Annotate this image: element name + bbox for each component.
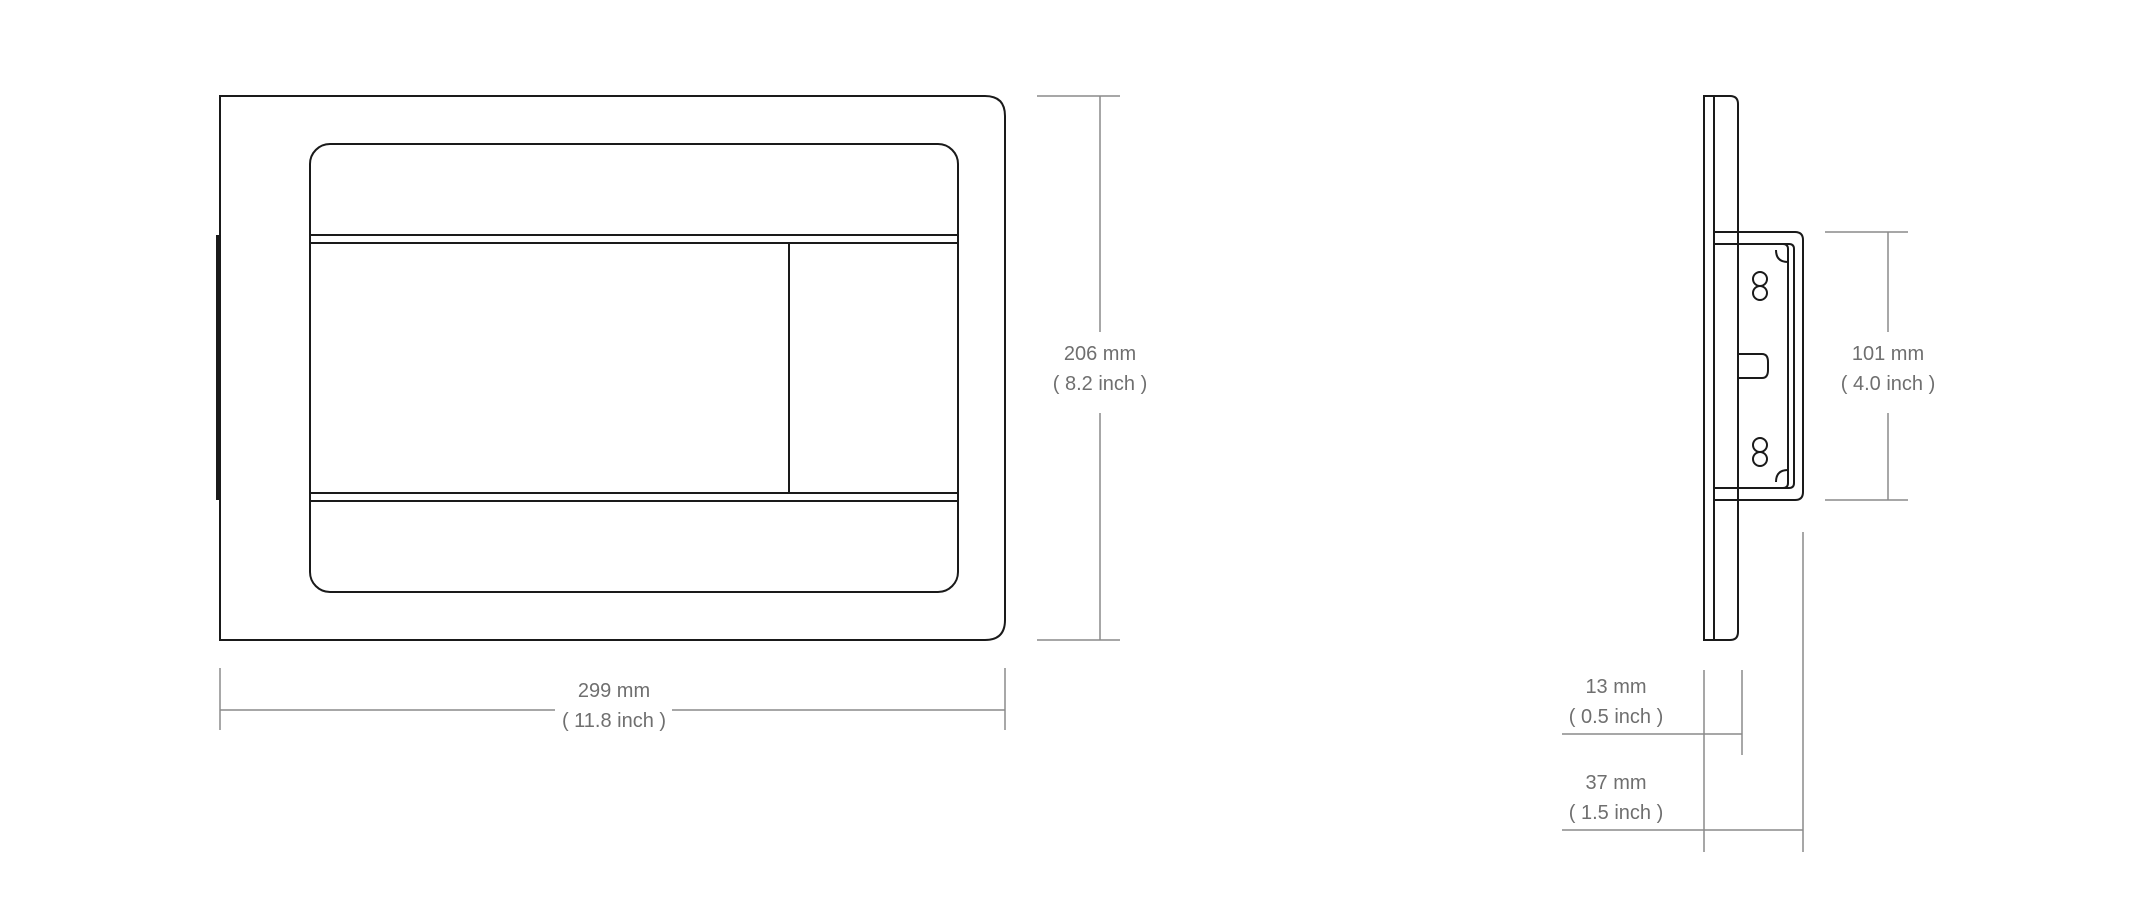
bracket-outer — [1714, 231, 1804, 501]
front-outer-frame — [219, 95, 1006, 641]
width-imperial-label: ( 11.8 inch ) — [562, 710, 666, 732]
bracket-plate — [1737, 243, 1789, 489]
front-view — [216, 95, 1006, 641]
height-dimension — [1037, 95, 1120, 641]
height-metric-label: 206 mm — [1064, 343, 1136, 365]
total-depth-imperial-label: ( 1.5 inch ) — [1569, 802, 1663, 824]
height-imperial-label: ( 8.2 inch ) — [1053, 373, 1147, 395]
depth-dimensions — [1562, 532, 1804, 852]
side-button — [216, 235, 220, 500]
side-view — [1703, 95, 1804, 641]
front-inner-frame — [309, 143, 959, 593]
panel-depth-imperial-label: ( 0.5 inch ) — [1569, 706, 1663, 728]
total-depth-metric-label: 37 mm — [1585, 772, 1646, 794]
keyhole-slot-bottom — [1752, 437, 1768, 467]
bracket-notch-bottom — [1775, 469, 1789, 483]
bracket-height-imperial-label: ( 4.0 inch ) — [1841, 373, 1935, 395]
width-metric-label: 299 mm — [578, 680, 650, 702]
bracket-inner — [1714, 243, 1795, 489]
bracket-height-metric-label: 101 mm — [1852, 343, 1924, 365]
width-dimension — [219, 668, 1006, 730]
bracket-notch-top — [1775, 249, 1789, 263]
bracket-notch-mid — [1738, 353, 1769, 379]
keyhole-slot-top — [1752, 271, 1768, 301]
panel-depth-metric-label: 13 mm — [1585, 676, 1646, 698]
bracket-height-dimension — [1825, 231, 1908, 501]
side-panel-outer — [1703, 95, 1739, 641]
